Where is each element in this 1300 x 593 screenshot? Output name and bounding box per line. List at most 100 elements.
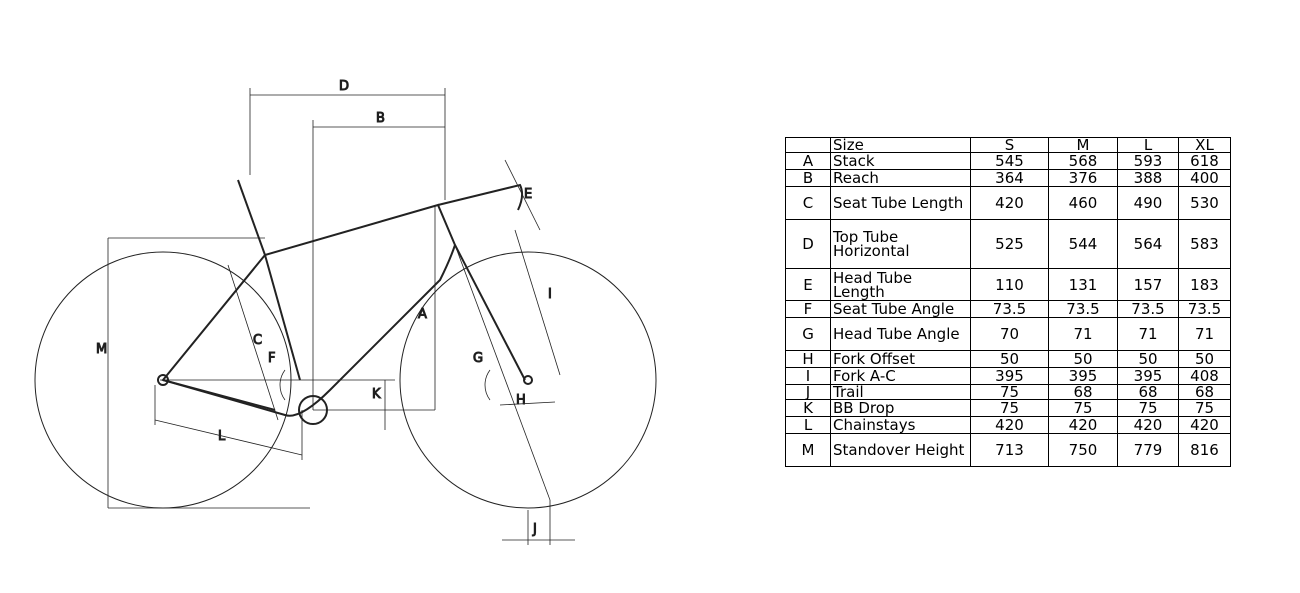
label-M: M (96, 342, 107, 357)
label-F: F (268, 351, 275, 366)
row-value: 73.5 (1178, 300, 1231, 318)
label-I: I (548, 287, 552, 302)
header-size-xl: XL (1178, 137, 1231, 153)
row-key: E (785, 268, 831, 301)
row-key: L (785, 416, 831, 434)
row-value: 183 (1178, 268, 1231, 301)
row-value: 73.5 (1048, 300, 1118, 318)
row-value: 71 (1117, 317, 1179, 351)
row-value: 490 (1117, 186, 1179, 220)
row-name: Fork Offset (830, 350, 971, 368)
row-value: 73.5 (1117, 300, 1179, 318)
row-key: M (785, 433, 831, 467)
row-value: 816 (1178, 433, 1231, 467)
row-value: 68 (1178, 384, 1231, 400)
row-value: 779 (1117, 433, 1179, 467)
row-value: 50 (1178, 350, 1231, 368)
table-header-row: Size S M L XL (785, 137, 1231, 153)
row-key: K (785, 399, 831, 417)
row-value: 376 (1048, 169, 1118, 187)
row-value: 530 (1178, 186, 1231, 220)
row-value: 408 (1178, 367, 1231, 385)
row-key: J (785, 384, 831, 400)
row-name: Stack (830, 152, 971, 170)
row-value: 525 (970, 219, 1049, 269)
header-size-m: M (1048, 137, 1118, 153)
label-K: K (372, 387, 381, 402)
row-value: 50 (1117, 350, 1179, 368)
row-value: 618 (1178, 152, 1231, 170)
front-wheel (399, 251, 657, 509)
row-value: 68 (1117, 384, 1179, 400)
label-C: C (253, 333, 262, 348)
row-value: 750 (1048, 433, 1118, 467)
row-name: Trail (830, 384, 971, 400)
label-D: D (339, 79, 349, 94)
row-name: Top Tube Horizontal (830, 219, 971, 269)
row-key: I (785, 367, 831, 385)
row-name: Head Tube Angle (830, 317, 971, 351)
row-value: 75 (1178, 399, 1231, 417)
row-value: 68 (1048, 384, 1118, 400)
row-value: 420 (1178, 416, 1231, 434)
row-value: 75 (1048, 399, 1118, 417)
frame (157, 179, 533, 425)
header-key (785, 137, 831, 153)
header-size-s: S (970, 137, 1049, 153)
row-value: 544 (1048, 219, 1118, 269)
row-key: F (785, 300, 831, 318)
row-key: B (785, 169, 831, 187)
header-size-l: L (1117, 137, 1179, 153)
label-H: H (516, 393, 526, 408)
row-value: 75 (1117, 399, 1179, 417)
row-value: 400 (1178, 169, 1231, 187)
row-value: 568 (1048, 152, 1118, 170)
row-value: 420 (1048, 416, 1118, 434)
row-name: Fork A-C (830, 367, 971, 385)
row-value: 70 (970, 317, 1049, 351)
row-value: 545 (970, 152, 1049, 170)
row-value: 71 (1048, 317, 1118, 351)
row-value: 71 (1178, 317, 1231, 351)
row-name: BB Drop (830, 399, 971, 417)
row-name: Reach (830, 169, 971, 187)
row-name: Seat Tube Length (830, 186, 971, 220)
row-name: Seat Tube Angle (830, 300, 971, 318)
row-value: 583 (1178, 219, 1231, 269)
row-value: 460 (1048, 186, 1118, 220)
row-value: 364 (970, 169, 1049, 187)
dimension-lines (107, 88, 575, 545)
row-key: D (785, 219, 831, 269)
row-value: 73.5 (970, 300, 1049, 318)
row-value: 564 (1117, 219, 1179, 269)
row-value: 50 (1048, 350, 1118, 368)
row-value: 75 (970, 384, 1049, 400)
label-J: J (532, 522, 537, 537)
row-name: Head Tube Length (830, 268, 971, 301)
row-key: C (785, 186, 831, 220)
label-B: B (376, 111, 385, 126)
row-value: 110 (970, 268, 1049, 301)
label-G: G (473, 351, 483, 366)
row-value: 388 (1117, 169, 1179, 187)
row-value: 395 (1048, 367, 1118, 385)
row-value: 420 (1117, 416, 1179, 434)
row-name: Standover Height (830, 433, 971, 467)
label-E: E (524, 187, 532, 202)
row-name: Chainstays (830, 416, 971, 434)
row-key: A (785, 152, 831, 170)
